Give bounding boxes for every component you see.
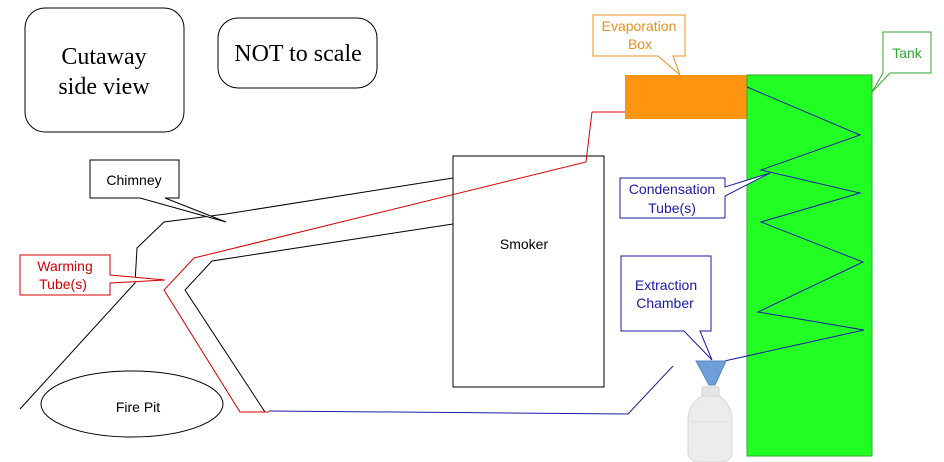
extraction-label-line1: Extraction [635,277,697,293]
tank-label: Tank [892,45,923,61]
cutaway-note-box [24,7,185,133]
warming-label-line1: Warming [37,258,93,274]
evaporation-label-line2: Box [628,36,652,52]
condensation-callout [619,172,771,219]
warming-tube [163,111,593,413]
smoker-label: Smoker [500,236,549,252]
fire-pit-shape [40,370,224,438]
evaporation-label-line1: Evaporation [602,18,677,34]
chimney-left-line [19,213,227,410]
condensation-coil [719,86,865,363]
scale-note: NOT to scale [234,41,362,67]
evaporation-callout [592,14,686,77]
warming-callout [19,254,166,296]
chimney-label: Chimney [106,172,161,188]
return-line [268,365,674,415]
condensation-label-line1: Condensation [629,181,715,197]
condensation-label-line2: Tube(s) [648,200,696,216]
smoker-box [452,155,605,388]
chimney-right-line [184,223,454,413]
chimney-callout [89,159,227,223]
warming-label-line2: Tube(s) [39,276,87,292]
extraction-label-line2: Chamber [636,295,694,311]
extraction-funnel [695,360,727,386]
cutaway-note-line2: side view [58,74,150,100]
chimney-upper-line [225,177,454,215]
tank-callout [871,31,932,93]
extraction-callout [620,255,713,361]
collection-bottle [687,386,733,462]
evaporation-box [625,75,747,119]
fire-pit-label: Fire Pit [116,399,160,415]
cutaway-note-line1: Cutaway [61,44,146,70]
scale-note-box [217,17,378,89]
